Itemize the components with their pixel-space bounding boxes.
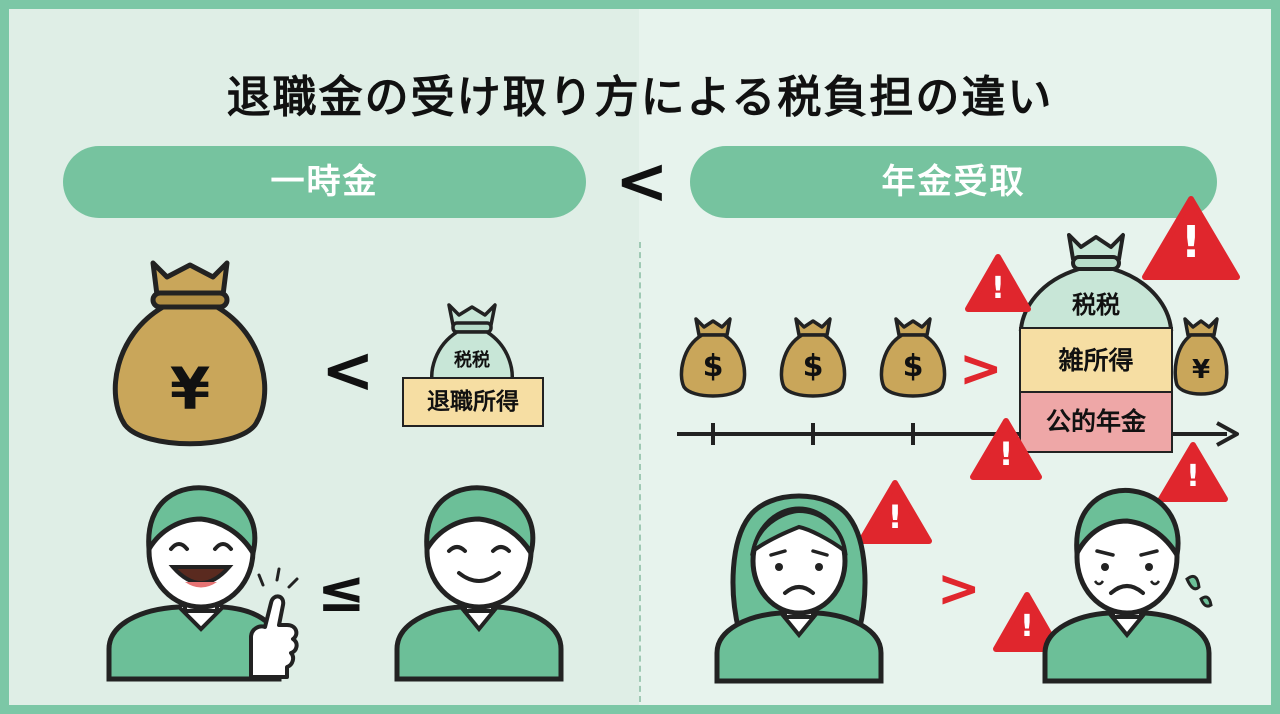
dollar-bag-icon xyxy=(879,317,947,398)
dollar-symbol: $ xyxy=(902,349,924,384)
smiling-person-icon xyxy=(394,485,564,682)
warning-mark: ! xyxy=(998,435,1014,473)
warning-icon xyxy=(970,418,1042,480)
warning-icon xyxy=(1142,196,1240,280)
money-comparison-sign: < xyxy=(321,334,375,408)
worried-old-man-icon xyxy=(1042,487,1213,684)
page-title: 退職金の受け取り方による税負担の違い xyxy=(226,72,1054,123)
header-comparison-sign: < xyxy=(615,145,669,219)
yen-symbol: ¥ xyxy=(169,355,211,423)
warning-mark: ! xyxy=(1020,609,1034,644)
left-panel xyxy=(9,9,639,705)
people-comparison-sign: ≤ xyxy=(317,557,366,625)
yen-money-bag-icon xyxy=(112,260,268,447)
dollar-bag-icon xyxy=(679,317,747,398)
warning-mark: ! xyxy=(887,498,903,536)
warning-mark: ! xyxy=(991,271,1005,306)
dollar-symbol: $ xyxy=(802,349,824,384)
warning-icon xyxy=(858,480,932,544)
payments-comparison-sign: > xyxy=(959,339,1003,399)
tax-bag-label: 税税 xyxy=(454,350,490,371)
warning-mark: ! xyxy=(1186,459,1200,494)
small-yen-bag-icon xyxy=(1173,317,1229,396)
dollar-symbol: $ xyxy=(702,349,724,384)
people-comparison-sign-right: > xyxy=(937,559,981,619)
pension-header: 年金受取 xyxy=(690,146,1217,218)
dashed-divider xyxy=(639,242,641,702)
lump-sum-header: 一時金 xyxy=(63,146,586,218)
public-pension-tag: 公的年金 xyxy=(1019,391,1173,453)
infographic-frame: 退職金の受け取り方による税負担の違い 一時金 < 年金受取 ¥ < 税税 退職所… xyxy=(9,9,1271,705)
worried-woman-icon xyxy=(714,493,884,684)
dollar-bag-icon xyxy=(779,317,847,398)
tax-bag-icon xyxy=(430,303,514,388)
warning-icon xyxy=(965,254,1031,312)
warning-icon xyxy=(993,592,1061,652)
large-tax-bag-label: 税税 xyxy=(1072,291,1120,319)
retirement-income-tag: 退職所得 xyxy=(402,377,544,427)
small-yen-symbol: ¥ xyxy=(1191,355,1211,385)
happy-person-thumbs-up-icon xyxy=(106,485,299,682)
warning-icon xyxy=(1158,442,1228,502)
misc-income-tag: 雑所得 xyxy=(1019,327,1173,395)
warning-mark: ! xyxy=(1180,217,1202,268)
